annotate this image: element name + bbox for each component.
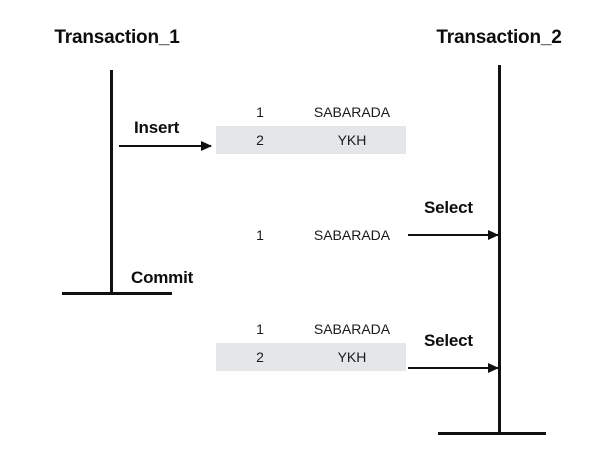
commit-terminator-bar xyxy=(62,292,172,295)
select-second-label: Select xyxy=(424,331,473,350)
record-row: 1 SABARADA xyxy=(216,98,406,126)
record-row: 1 SABARADA xyxy=(216,221,406,249)
record-table-after-insert: 1 SABARADA 2 YKH xyxy=(216,98,406,154)
record-id-cell: 1 xyxy=(256,227,264,243)
record-id-cell: 1 xyxy=(256,104,264,120)
record-name-cell: SABARADA xyxy=(313,227,391,243)
record-id-cell: 2 xyxy=(256,132,264,148)
record-name-cell: SABARADA xyxy=(313,321,391,337)
record-name-cell: SABARADA xyxy=(313,104,391,120)
transaction-1-lifeline xyxy=(110,70,113,294)
transaction-1-title: Transaction_1 xyxy=(54,27,180,48)
commit-label: Commit xyxy=(131,268,194,287)
select-second-arrow-icon xyxy=(408,363,499,373)
record-table-second-select: 1 SABARADA 2 YKH xyxy=(216,315,406,371)
record-id-cell: 2 xyxy=(256,349,264,365)
transaction-2-title: Transaction_2 xyxy=(436,27,562,48)
transaction-2-lifeline xyxy=(498,65,501,434)
record-name-cell: YKH xyxy=(337,132,367,148)
insert-label: Insert xyxy=(134,118,180,137)
record-table-first-select: 1 SABARADA xyxy=(216,221,406,249)
select-first-label: Select xyxy=(424,198,473,217)
record-name-cell: YKH xyxy=(337,349,367,365)
transaction-2-end-bar xyxy=(438,432,546,435)
insert-arrow-icon xyxy=(119,141,212,151)
select-first-arrow-icon xyxy=(408,230,499,240)
record-row: 2 YKH xyxy=(216,126,406,154)
record-id-cell: 1 xyxy=(256,321,264,337)
record-row: 2 YKH xyxy=(216,343,406,371)
record-row: 1 SABARADA xyxy=(216,315,406,343)
